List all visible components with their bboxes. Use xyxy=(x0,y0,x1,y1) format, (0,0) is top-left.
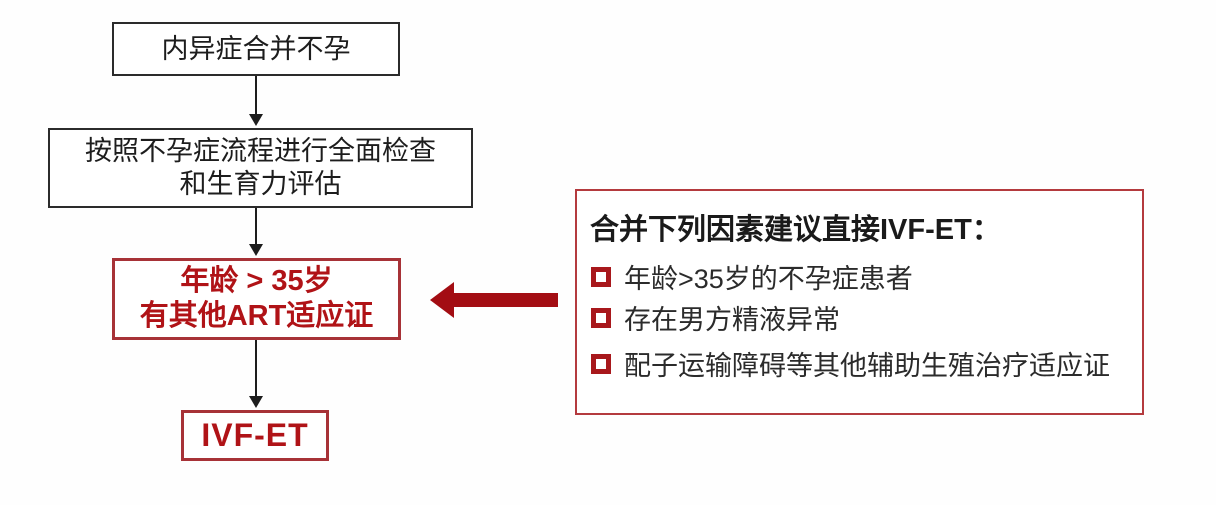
arrow-line xyxy=(255,208,257,244)
down-arrow-3 xyxy=(248,340,264,408)
flow-node-criteria: 年龄 > 35岁 有其他ART适应证 xyxy=(112,258,401,340)
arrow-head-icon xyxy=(249,114,263,126)
criteria-item: 配子运输障碍等其他辅助生殖治疗适应证 xyxy=(591,344,1110,383)
criteria-item: 存在男方精液异常 xyxy=(591,298,840,337)
flow-node-ivf-et-label: IVF-ET xyxy=(201,416,309,453)
flow-node-ivf-et: IVF-ET xyxy=(181,410,329,461)
square-bullet-icon xyxy=(591,266,611,287)
criteria-panel-title: 合并下列因素建议直接IVF-ET： xyxy=(590,214,1001,246)
square-bullet-icon xyxy=(591,353,611,374)
flow-node-exam-line1: 按照不孕症流程进行全面检查 xyxy=(85,136,436,167)
criteria-panel: 合并下列因素建议直接IVF-ET： 年龄>35岁的不孕症患者 存在男方精液异常 … xyxy=(575,189,1144,415)
arrow-line xyxy=(255,76,257,114)
arrow-head-icon xyxy=(249,396,263,408)
down-arrow-2 xyxy=(248,208,264,256)
flow-node-start: 内异症合并不孕 xyxy=(112,22,400,76)
flow-node-exam: 按照不孕症流程进行全面检查 和生育力评估 xyxy=(48,128,473,208)
red-left-arrow-icon xyxy=(430,282,558,318)
criteria-item-text: 存在男方精液异常 xyxy=(624,305,840,335)
arrow-line xyxy=(255,340,257,396)
flow-node-criteria-line1: 年龄 > 35岁 xyxy=(180,264,333,297)
square-bullet-icon xyxy=(591,307,611,328)
down-arrow-1 xyxy=(248,76,264,126)
flow-node-exam-line2: 和生育力评估 xyxy=(179,169,342,199)
criteria-item-text: 配子运输障碍等其他辅助生殖治疗适应证 xyxy=(624,351,1110,381)
criteria-item: 年龄>35岁的不孕症患者 xyxy=(591,257,913,296)
flow-node-criteria-line2: 有其他ART适应证 xyxy=(139,300,374,332)
criteria-item-text: 年龄>35岁的不孕症患者 xyxy=(624,264,913,294)
flow-node-start-label: 内异症合并不孕 xyxy=(161,33,351,64)
arrow-head-icon xyxy=(249,244,263,256)
